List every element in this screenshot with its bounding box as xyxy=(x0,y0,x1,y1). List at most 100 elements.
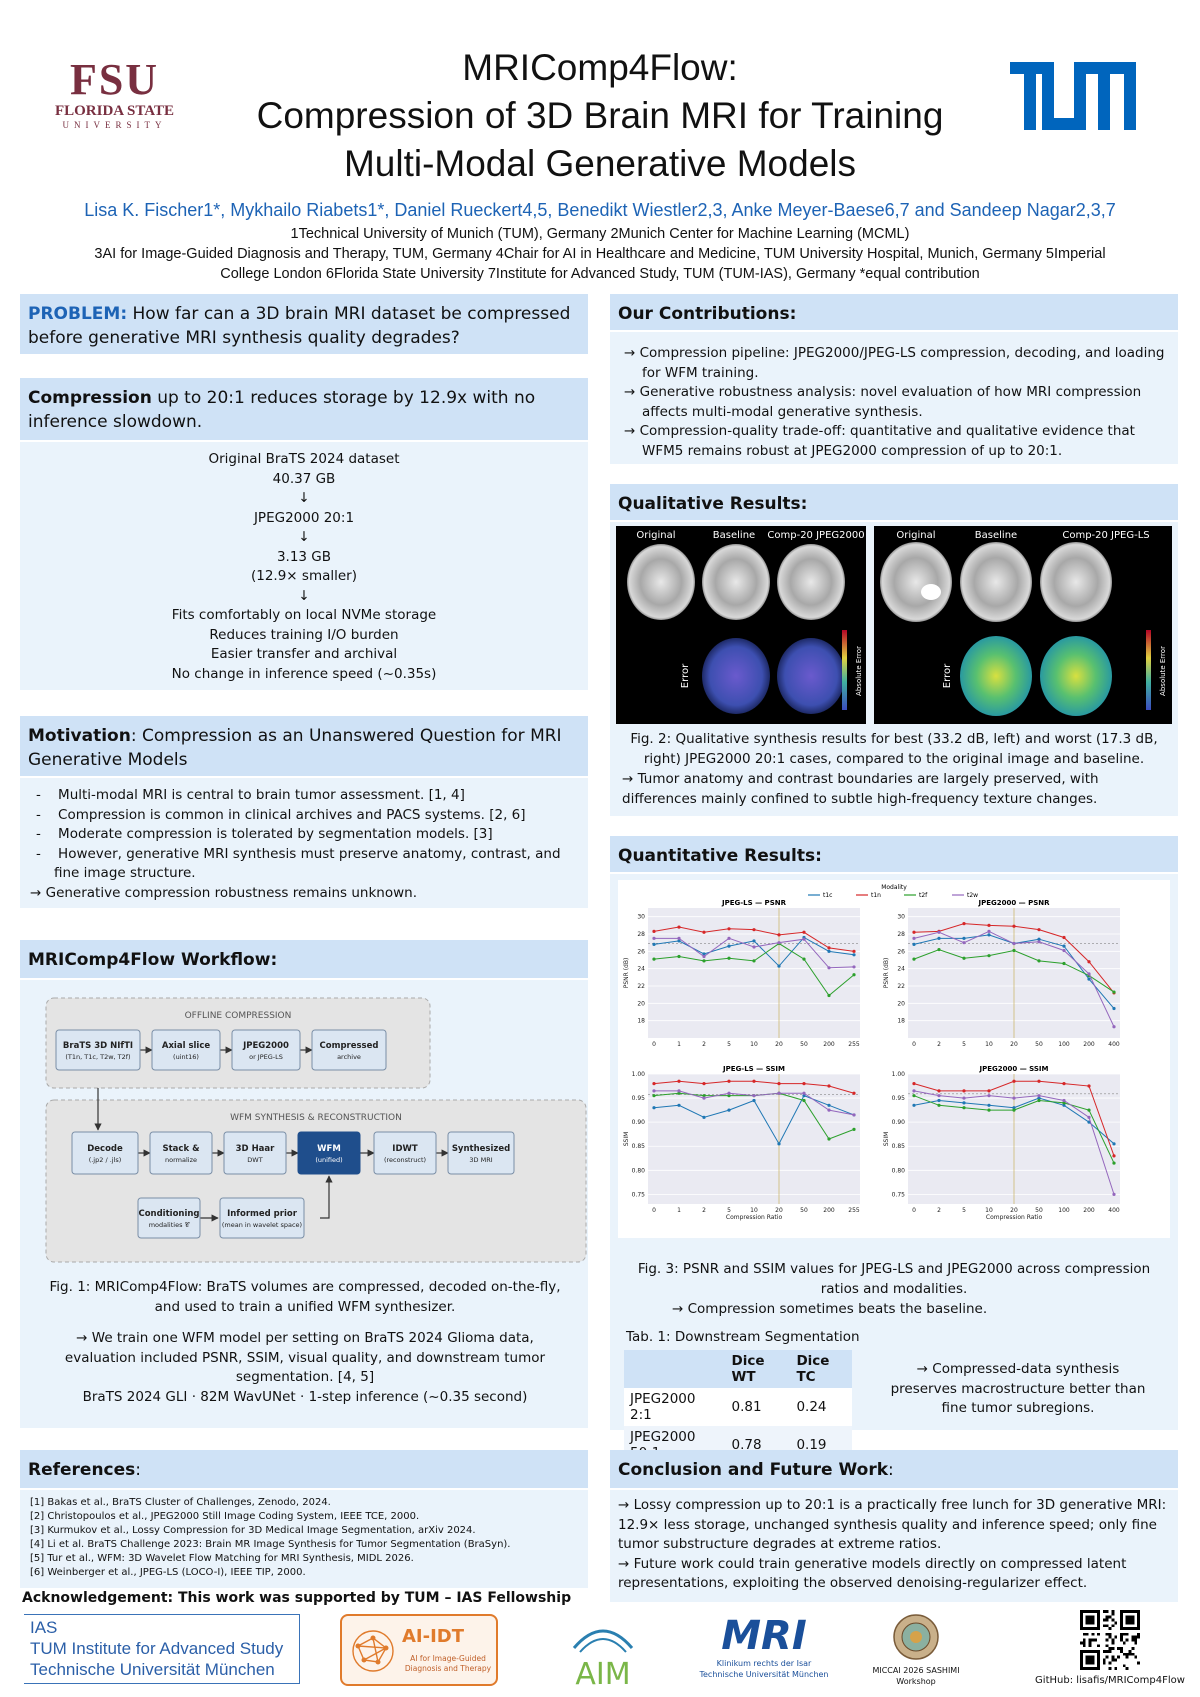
poster-title: MRIComp4Flow: Compression of 3D Brain MR… xyxy=(180,44,1020,188)
data-point xyxy=(1112,1025,1116,1029)
y-axis-label: PSNR (dB) xyxy=(623,958,630,989)
data-point xyxy=(677,954,681,959)
y-tick-label: 18 xyxy=(897,1018,905,1025)
workflow-caption: Fig. 1: MRIComp4Flow: BraTS volumes are … xyxy=(40,1278,570,1407)
data-point xyxy=(1062,935,1066,940)
data-point xyxy=(1012,948,1016,953)
workflow-node xyxy=(71,1131,139,1175)
data-point xyxy=(702,1115,706,1119)
conclusion-item: → Future work could train generative mod… xyxy=(618,1555,1127,1592)
y-tick-label: 0.95 xyxy=(632,1095,646,1102)
data-point xyxy=(727,936,731,940)
data-point xyxy=(1087,977,1091,981)
data-point xyxy=(852,965,856,969)
conclusion-header: Conclusion and Future Work: xyxy=(610,1450,1178,1488)
workflow-node xyxy=(231,1029,301,1071)
table-header-row: Dice WT Dice TC xyxy=(624,1350,852,1388)
chart-title: JPEG2000 — SSIM xyxy=(979,1065,1049,1073)
data-point xyxy=(912,1089,916,1093)
flow-line: No change in inference speed (~0.35s) xyxy=(171,665,437,682)
x-tick-label: 400 xyxy=(1108,1207,1120,1214)
quantitative-note: → Compression sometimes beats the baseli… xyxy=(672,1301,988,1317)
data-point xyxy=(852,1091,856,1095)
data-point xyxy=(827,1103,831,1107)
data-point xyxy=(1037,959,1041,963)
data-point xyxy=(702,954,706,959)
table-cell: 0.19 xyxy=(796,1437,827,1453)
conclusion-item: → Lossy compression up to 20:1 is a prac… xyxy=(618,1497,1167,1552)
workflow-node xyxy=(311,1029,387,1071)
x-tick-label: 50 xyxy=(1035,1207,1043,1214)
workflow-node-label: or JPEG-LS xyxy=(249,1053,283,1061)
workflow-node-label: (reconstruct) xyxy=(384,1156,426,1164)
data-point xyxy=(827,946,831,950)
y-axis-label: PSNR (dB) xyxy=(883,958,890,989)
y-tick-label: 1.00 xyxy=(632,1071,646,1078)
data-point xyxy=(777,964,781,968)
affil-line-1: 1Technical University of Munich (TUM), G… xyxy=(290,226,910,242)
qualitative-header: Qualitative Results: xyxy=(610,484,1178,520)
data-point xyxy=(727,1094,731,1098)
y-tick-label: 1.00 xyxy=(892,1071,906,1078)
fsu-logo: FSU FLORIDA STATE UNIVERSITY xyxy=(52,58,177,138)
workflow-node xyxy=(149,1131,213,1175)
table-header: Dice WT xyxy=(725,1350,791,1388)
data-point xyxy=(937,1103,941,1107)
data-point xyxy=(1062,944,1066,948)
data-point xyxy=(937,936,941,940)
data-point xyxy=(827,1084,831,1088)
flow-line: Reduces training I/O burden xyxy=(209,626,399,643)
qr-code-icon[interactable] xyxy=(1080,1610,1140,1670)
x-tick-label: 200 xyxy=(1083,1207,1095,1214)
github-link[interactable]: GitHub: lisafis/MRIComp4Flow xyxy=(1035,1675,1185,1686)
x-tick-label: 2 xyxy=(937,1041,941,1048)
data-point xyxy=(752,1098,756,1103)
github-qr[interactable]: GitHub: lisafis/MRIComp4Flow xyxy=(1030,1610,1190,1690)
data-point xyxy=(827,1108,831,1112)
data-point xyxy=(937,1089,941,1093)
legend-label: t2w xyxy=(967,892,978,899)
fsu-logo-line2: UNIVERSITY xyxy=(62,120,167,130)
data-point xyxy=(912,930,916,934)
data-point xyxy=(987,1094,991,1098)
data-point xyxy=(1062,1082,1066,1086)
y-tick-label: 20 xyxy=(637,1000,645,1007)
y-tick-label: 30 xyxy=(637,914,645,921)
x-tick-label: 20 xyxy=(1010,1041,1018,1048)
data-point xyxy=(652,929,656,933)
x-tick-label: 2 xyxy=(702,1207,706,1214)
down-arrow-icon: ↓ xyxy=(298,529,310,545)
data-point xyxy=(777,1142,781,1146)
x-tick-label: 50 xyxy=(1035,1041,1043,1048)
data-point xyxy=(937,930,941,934)
x-tick-label: 10 xyxy=(750,1207,758,1214)
data-point xyxy=(752,939,756,943)
x-tick-label: 255 xyxy=(848,1207,860,1214)
data-point xyxy=(852,953,856,957)
data-point xyxy=(1112,1161,1116,1165)
data-point xyxy=(1062,1103,1066,1107)
data-point xyxy=(1012,1079,1016,1083)
data-point xyxy=(1087,1084,1091,1088)
ias-line: TUM Institute for Advanced Study xyxy=(30,1639,284,1658)
data-point xyxy=(777,933,781,937)
motivation-text: : Compression as an Unanswered Question … xyxy=(28,726,562,770)
workflow-node-label: (.jp2 / .jls) xyxy=(89,1156,122,1164)
data-point xyxy=(802,930,806,934)
data-point xyxy=(1037,1094,1041,1098)
tum-logo xyxy=(1010,62,1140,132)
error-label: Error xyxy=(680,663,691,688)
data-point xyxy=(677,936,681,940)
authors: Lisa K. Fischer1*, Mykhailo Riabets1*, D… xyxy=(0,200,1200,221)
motivation-label: Motivation xyxy=(28,726,131,746)
data-point xyxy=(987,923,991,927)
flow-line: 40.37 GB xyxy=(272,470,336,487)
data-point xyxy=(827,1137,831,1141)
data-point xyxy=(777,1082,781,1086)
legend-label: t1n xyxy=(871,892,881,899)
conclusion-body: → Lossy compression up to 20:1 is a prac… xyxy=(610,1490,1178,1602)
brain-figure: Original Baseline Comp-20 JPEG2000 Origi… xyxy=(616,526,1172,724)
data-point xyxy=(727,944,731,948)
